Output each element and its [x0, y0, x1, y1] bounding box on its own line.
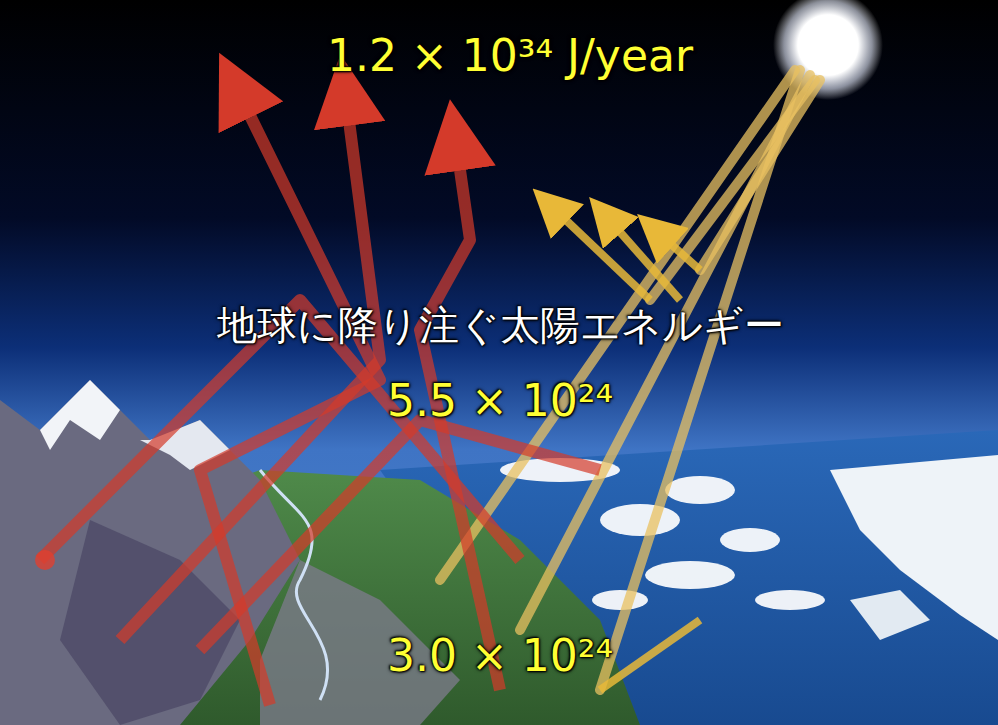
incident-energy: 5.5 × 10²⁴	[387, 375, 613, 426]
total-solar-output: 1.2 × 10³⁴ J/year	[327, 30, 693, 81]
heading-text: 地球に降り注ぐ太陽エネルギー	[217, 298, 784, 353]
absorbed-energy: 3.0 × 10²⁴	[387, 630, 613, 681]
